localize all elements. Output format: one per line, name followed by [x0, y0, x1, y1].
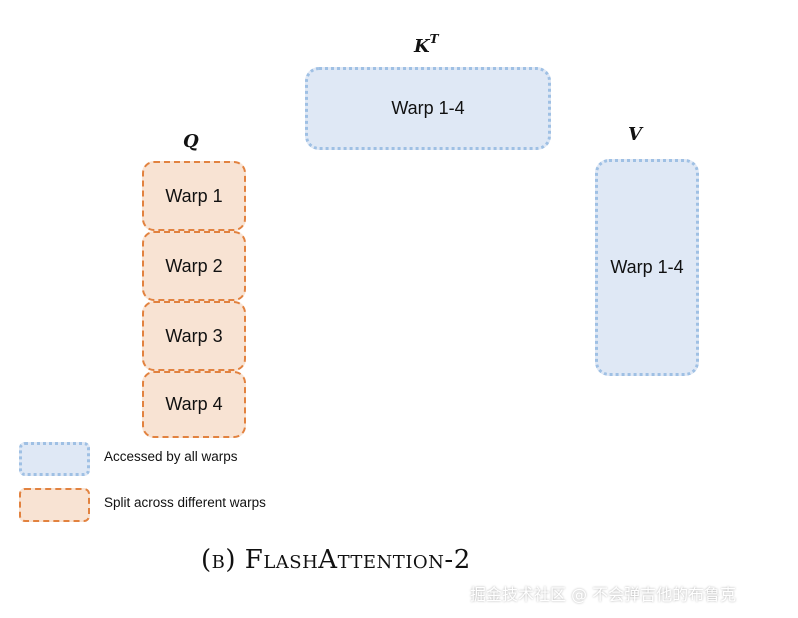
q-label: Q — [183, 131, 199, 152]
v-block: Warp 1-4 — [595, 159, 699, 376]
v-label-text: V — [628, 124, 642, 145]
figure-caption: (b) FlashAttention-2 — [201, 545, 471, 575]
q-block-label: Warp 4 — [165, 394, 223, 414]
q-block-label: Warp 2 — [165, 255, 223, 276]
q-block-label: Warp 1 — [165, 185, 223, 206]
q-block-label: Warp 3 — [165, 325, 223, 346]
kt-label-base: K — [414, 36, 430, 57]
q-block-warp-2: Warp 2 — [142, 231, 246, 301]
kt-label-sup: T — [429, 32, 439, 46]
kt-block-label: Warp 1-4 — [391, 98, 465, 118]
v-label: V — [628, 124, 642, 145]
legend-swatch-split — [19, 488, 90, 522]
legend-label-split: Split across different warps — [104, 495, 266, 510]
legend-label-accessed: Accessed by all warps — [104, 449, 238, 464]
q-block-warp-4: Warp 4 — [142, 371, 246, 438]
kt-label: KT — [414, 32, 439, 57]
q-label-text: Q — [183, 131, 199, 152]
legend-swatch-accessed — [19, 442, 90, 476]
q-block-warp-3: Warp 3 — [142, 301, 246, 371]
q-block-warp-1: Warp 1 — [142, 161, 246, 231]
v-block-label: Warp 1-4 — [610, 257, 684, 277]
kt-block: Warp 1-4 — [305, 67, 551, 150]
watermark-text: 掘金技术社区 @ 不会弹吉他的布鲁克 — [470, 585, 737, 604]
